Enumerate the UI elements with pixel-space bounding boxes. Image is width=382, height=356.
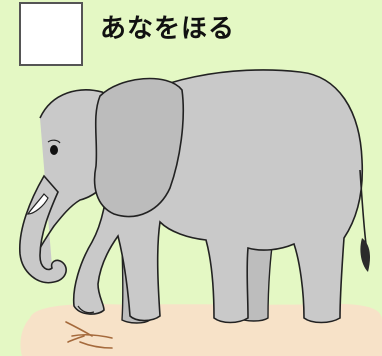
elephant-eye (50, 145, 58, 155)
prompt-text: あなをほる (100, 14, 236, 44)
elephant-tail (359, 169, 367, 245)
ground-patch (20, 303, 382, 356)
elephant-tail-tuft (360, 238, 370, 272)
elephant-trunk (19, 174, 67, 284)
dig-marks (65, 321, 113, 349)
elephant-tusk (26, 193, 49, 215)
elephant-brow (47, 139, 61, 144)
elephant-ear (93, 77, 185, 218)
answer-box[interactable] (19, 2, 83, 66)
raised-foot-toes (77, 305, 95, 314)
